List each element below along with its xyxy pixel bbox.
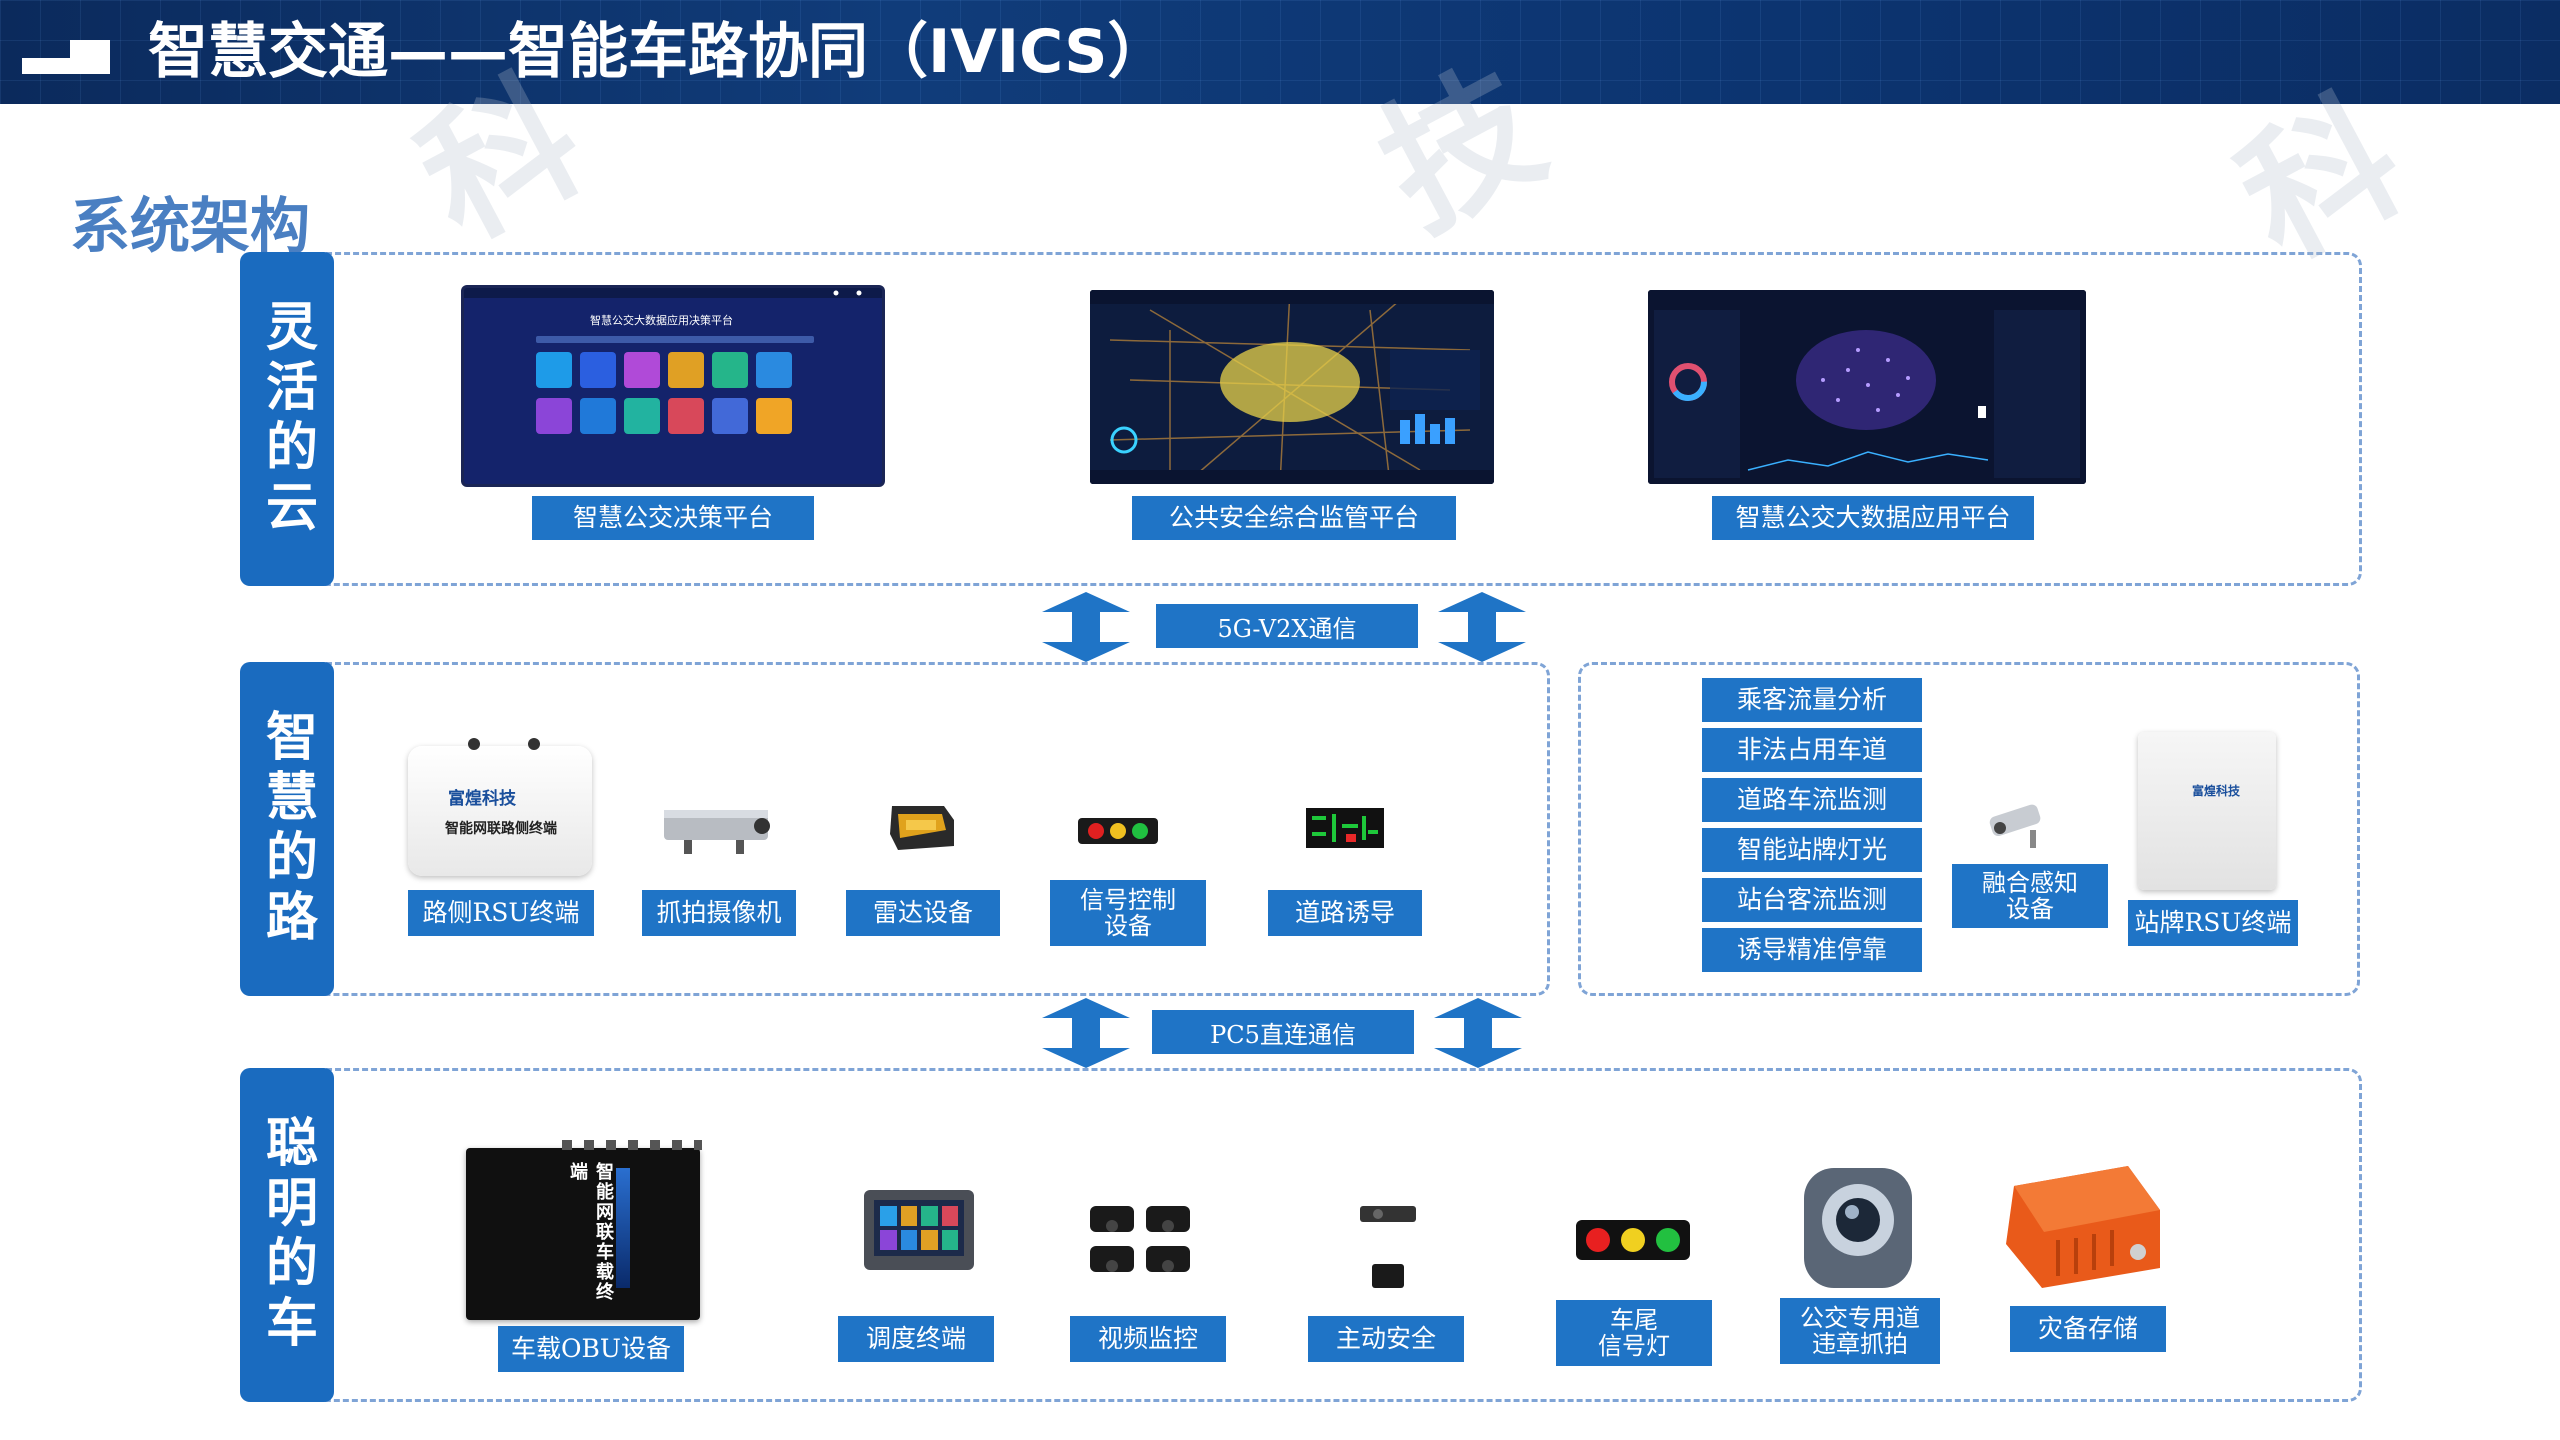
decision-platform-ui-graphic: 智慧公交大数据应用决策平台: [464, 288, 882, 484]
header-grid-decoration: [0, 0, 2560, 104]
active-safety-icon: [1360, 1206, 1416, 1288]
cloud-road-arrow-right: [1438, 592, 1526, 662]
station-rsu-label[interactable]: 站牌RSU终端: [2128, 900, 2298, 946]
fusion-sensing-label[interactable]: 融合感知 设备: [1952, 864, 2108, 928]
road-tier-label: 智慧的路: [256, 709, 317, 949]
obu-device-label[interactable]: 车载OBU设备: [498, 1326, 684, 1372]
backup-storage-label[interactable]: 灾备存储: [2010, 1306, 2166, 1352]
obu-product-text: 智能网联车载终端: [567, 1162, 614, 1302]
dispatch-terminal-label[interactable]: 调度终端: [838, 1316, 994, 1362]
station-rsu-brand-text: 富煌科技: [2192, 784, 2241, 798]
decision-platform-screen-title: 智慧公交大数据应用决策平台: [590, 313, 733, 327]
cloud-tier-label: 灵活的云: [256, 299, 317, 539]
rear-signal-light-label[interactable]: 车尾 信号灯: [1556, 1300, 1712, 1366]
video-surveillance-icon: [1090, 1206, 1190, 1272]
station-function-5[interactable]: 诱导精准停靠: [1702, 928, 1922, 972]
car-tier-tab: 聪明的车: [240, 1068, 334, 1402]
radar-device-label[interactable]: 雷达设备: [846, 890, 1000, 936]
fusion-sensing-camera-icon: [1989, 804, 2041, 848]
capture-camera-label[interactable]: 抓拍摄像机: [642, 890, 796, 936]
bigdata-platform-screen: [1648, 290, 2086, 484]
section-title: 系统架构: [70, 192, 310, 262]
cloud-road-arrow-left: [1042, 592, 1130, 662]
road-car-arrow-right: [1434, 998, 1522, 1068]
car-tier-label: 聪明的车: [256, 1115, 317, 1355]
roadside-rsu-device: 富煌科技 智能网联路侧终端: [408, 738, 592, 876]
rear-signal-light-icon: [1576, 1220, 1690, 1260]
station-rsu-device: 富煌科技: [2138, 732, 2276, 890]
capture-camera-icon: [664, 810, 770, 854]
bus-lane-capture-label[interactable]: 公交专用道 违章抓拍: [1780, 1298, 1940, 1364]
road-tier-tab: 智慧的路: [240, 662, 334, 996]
bigdata-platform-label[interactable]: 智慧公交大数据应用平台: [1712, 496, 2034, 540]
header-bar: 智慧交通——智能车路协同（IVICS）: [0, 0, 2560, 104]
rsu-product-text: 智能网联路侧终端: [445, 821, 557, 837]
public-safety-platform-screen: [1090, 290, 1494, 484]
dispatch-terminal-icon: [864, 1190, 974, 1270]
road-car-link-label: PC5直连通信: [1152, 1010, 1414, 1054]
station-function-3[interactable]: 智能站牌灯光: [1702, 828, 1922, 872]
active-safety-label[interactable]: 主动安全: [1308, 1316, 1464, 1362]
station-function-2[interactable]: 道路车流监测: [1702, 778, 1922, 822]
radar-device-icon: [890, 806, 954, 850]
cloud-tier-tab: 灵活的云: [240, 252, 334, 586]
header-logo-block: [70, 40, 110, 74]
bus-lane-capture-icon: [1804, 1168, 1912, 1288]
page-title: 智慧交通——智能车路协同（IVICS）: [148, 17, 1168, 87]
road-guidance-label[interactable]: 道路诱导: [1268, 890, 1422, 936]
video-surveillance-label[interactable]: 视频监控: [1070, 1316, 1226, 1362]
public-safety-platform-label[interactable]: 公共安全综合监管平台: [1132, 496, 1456, 540]
obu-device: 智能网联车载终端: [466, 1140, 702, 1320]
public-safety-map-graphic: [1090, 290, 1494, 484]
station-tier-box: [1578, 662, 2360, 996]
station-function-4[interactable]: 站台客流监测: [1702, 878, 1922, 922]
cloud-road-link-label: 5G-V2X通信: [1156, 604, 1418, 648]
signal-control-label[interactable]: 信号控制 设备: [1050, 880, 1206, 946]
bigdata-dashboard-graphic: [1648, 290, 2086, 484]
rsu-brand-text: 富煌科技: [448, 789, 516, 809]
decision-platform-label[interactable]: 智慧公交决策平台: [532, 496, 814, 540]
road-car-arrow-left: [1042, 998, 1130, 1068]
decision-platform-screen: 智慧公交大数据应用决策平台: [464, 288, 882, 484]
roadside-rsu-label[interactable]: 路侧RSU终端: [408, 890, 594, 936]
station-function-0[interactable]: 乘客流量分析: [1702, 678, 1922, 722]
backup-storage-icon: [2006, 1166, 2160, 1288]
station-function-1[interactable]: 非法占用车道: [1702, 728, 1922, 772]
road-guidance-icon: [1306, 808, 1384, 848]
signal-control-icon: [1078, 818, 1158, 844]
